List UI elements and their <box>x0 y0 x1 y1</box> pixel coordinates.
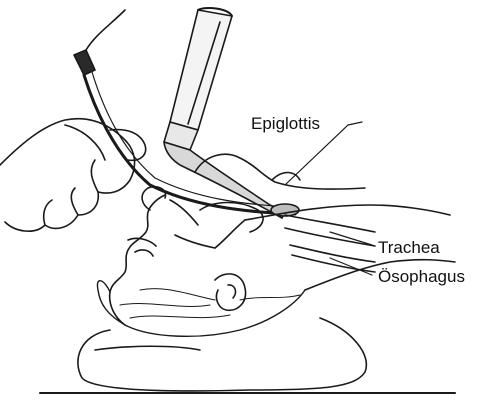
hair <box>97 281 305 337</box>
finger-4 <box>44 200 52 225</box>
tongue <box>200 203 263 233</box>
ear <box>215 274 246 310</box>
ear-inner <box>228 285 235 298</box>
label-pointers <box>285 122 372 275</box>
mouth-upper <box>170 200 198 225</box>
label-epiglottis: Epiglottis <box>251 115 320 132</box>
tube-connector <box>74 50 95 75</box>
laryngoscope-handle <box>170 10 232 130</box>
hair-strands <box>120 289 300 318</box>
operator-hand <box>0 119 146 231</box>
finger-2 <box>91 160 98 192</box>
pilot-line <box>86 10 125 50</box>
finger-3 <box>71 188 78 215</box>
hand-outline <box>0 119 135 231</box>
label-oesophagus: Ösophagus <box>378 268 465 285</box>
epiglottis-shape <box>272 173 300 181</box>
chin <box>215 220 245 248</box>
finger-1 <box>65 125 105 160</box>
eye <box>135 250 153 256</box>
mouth-lower <box>175 235 215 248</box>
head-pillow <box>78 318 366 391</box>
pillow-crease <box>95 346 200 350</box>
label-trachea: Trachea <box>378 239 440 256</box>
laryngoscope <box>164 8 285 218</box>
face-profile <box>110 195 165 325</box>
